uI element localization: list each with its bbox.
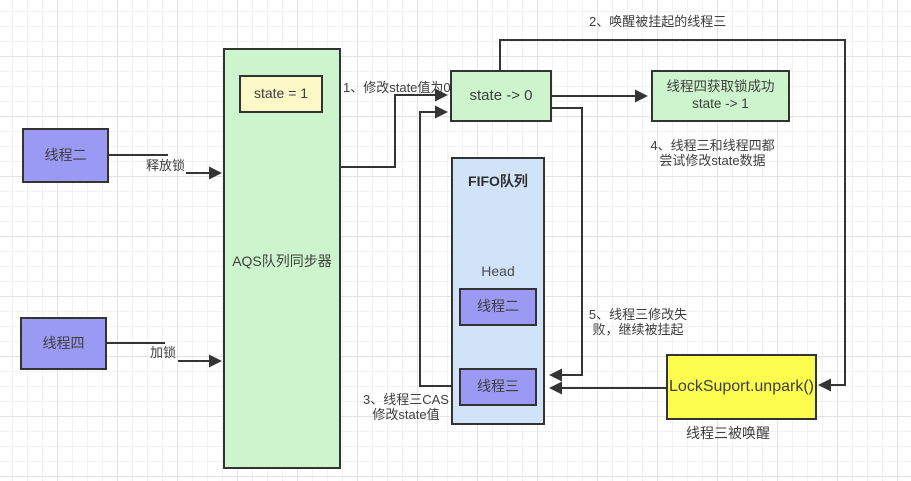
annotation-step4-line1: 4、线程三和线程四都 <box>650 138 775 153</box>
connector-step3-cas <box>419 105 451 387</box>
node-thread4-label: 线程四 <box>42 334 85 351</box>
annotation-step5: 5、线程三修改失 败，继续被挂起 <box>583 307 693 337</box>
connector-step5-fail <box>549 107 583 382</box>
node-state-equals-1-label: state = 1 <box>253 85 309 102</box>
node-state-equals-1: state = 1 <box>239 75 323 113</box>
fifo-head-label: Head <box>481 263 515 279</box>
connector-step1-modify-state <box>341 88 448 168</box>
annotation-step4: 4、线程三和线程四都 尝试修改state数据 <box>635 138 790 168</box>
node-aqs-label: AQS队列同步器 <box>232 253 332 269</box>
fifo-node-thread2: 线程二 <box>459 288 537 326</box>
node-aqs-synchronizer: AQS队列同步器 <box>223 48 341 469</box>
node-thread4-success: 线程四获取锁成功 state -> 1 <box>651 70 790 122</box>
annotation-step3: 3、线程三CAS 修改state值 <box>358 392 454 422</box>
fifo-node-thread3-label: 线程三 <box>477 378 519 395</box>
node-thread2: 线程二 <box>22 128 109 183</box>
node-thread2-label: 线程二 <box>44 146 87 163</box>
node-fifo-queue: FIFO队列 Head 线程二 线程三 <box>451 157 545 425</box>
edge-label-acquire-lock: 加锁 <box>150 345 177 360</box>
caption-thread3-awakened: 线程三被唤醒 <box>686 425 770 441</box>
fifo-node-thread2-label: 线程二 <box>477 298 519 315</box>
node-thread4-success-line1: 线程四获取锁成功 <box>666 79 775 95</box>
node-locksupport-unpark: LockSuport.unpark() <box>666 354 817 420</box>
node-thread4-success-line2: state -> 1 <box>692 96 749 111</box>
annotation-step1: 1、修改state值为0 <box>343 80 451 95</box>
fifo-node-thread3: 线程三 <box>459 368 537 406</box>
node-state-to-0: state -> 0 <box>450 70 552 122</box>
annotation-step3-line2: 修改state值 <box>372 407 440 422</box>
node-thread4: 线程四 <box>20 317 107 370</box>
connector-step2-wakeup <box>499 39 846 392</box>
fifo-queue-title: FIFO队列 <box>468 173 528 189</box>
edge-label-release-lock: 释放锁 <box>146 158 186 173</box>
annotation-step3-line1: 3、线程三CAS <box>363 392 449 407</box>
annotation-step4-line2: 尝试修改state数据 <box>659 153 766 168</box>
node-state-to-0-label: state -> 0 <box>469 86 533 104</box>
node-locksupport-unpark-label: LockSuport.unpark() <box>669 378 814 395</box>
annotation-step5-line1: 5、线程三修改失 <box>588 307 688 322</box>
annotation-step2: 2、唤醒被挂起的线程三 <box>589 14 727 29</box>
annotation-step5-line2: 败，继续被挂起 <box>592 322 684 337</box>
